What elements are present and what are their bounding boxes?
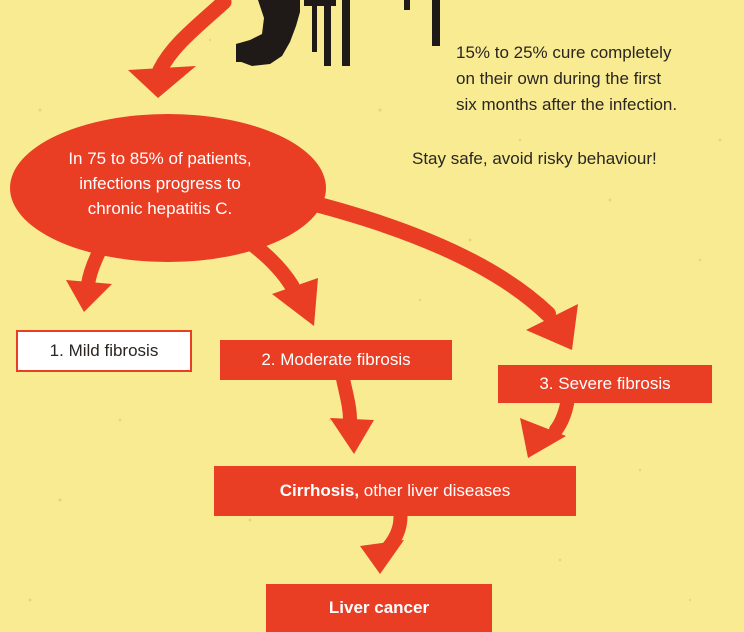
cure-note-line2: on their own during the first xyxy=(456,69,662,88)
seated-person-silhouette-icon xyxy=(236,0,440,66)
arrow-to-moderate xyxy=(244,236,318,326)
moderate-fibrosis-box: 2. Moderate fibrosis xyxy=(220,340,452,380)
oval-line1: In 75 to 85% of patients, xyxy=(68,149,252,168)
chronic-hepatitis-oval xyxy=(10,114,326,262)
oval-line2: infections progress to xyxy=(79,174,241,193)
safety-note: Stay safe, avoid risky behaviour! xyxy=(412,149,657,168)
arrow-cirrhosis-to-cancer xyxy=(360,503,408,574)
chronic-hepatitis-text: In 75 to 85% of patients, infections pro… xyxy=(30,146,290,221)
mild-fibrosis-box: 1. Mild fibrosis xyxy=(16,330,192,372)
oval-line3: chronic hepatitis C. xyxy=(87,199,233,218)
background-speckles xyxy=(28,38,722,602)
arrow-severe-to-cirrhosis xyxy=(520,391,575,458)
cure-note-line3: six months after the infection. xyxy=(456,95,678,114)
arrow-to-mild xyxy=(66,243,112,312)
arrow-to-severe xyxy=(292,192,578,350)
severe-fibrosis-box: 3. Severe fibrosis xyxy=(498,365,712,403)
cirrhosis-label-bold: Cirrhosis, xyxy=(279,481,360,500)
cirrhosis-box: Cirrhosis, other liver diseases xyxy=(214,466,576,516)
arrow-top xyxy=(128,0,232,98)
cirrhosis-label-rest: other liver diseases xyxy=(359,481,511,500)
arrow-moderate-to-cirrhosis xyxy=(330,367,374,454)
liver-cancer-box: Liver cancer xyxy=(266,584,492,632)
cure-note-line1: 15% to 25% cure completely xyxy=(456,43,672,62)
cure-note: 15% to 25% cure completely on their own … xyxy=(456,40,742,118)
